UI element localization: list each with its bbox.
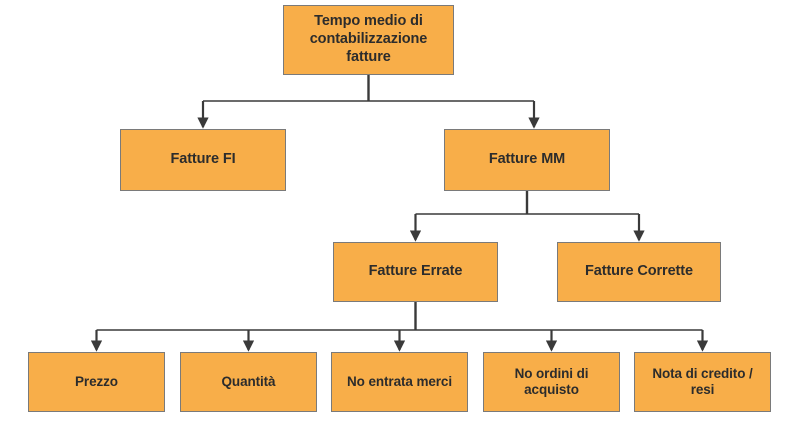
node-no-ordini-di-acquisto-label: No ordini di acquisto (514, 365, 589, 397)
node-prezzo-label: Prezzo (75, 373, 118, 389)
node-quantita-label: Quantità (221, 373, 276, 389)
node-no-ordini-di-acquisto[interactable]: No ordini di acquisto (483, 352, 620, 412)
node-quantita[interactable]: Quantità (180, 352, 317, 412)
node-fatture-errate-label: Fatture Errate (368, 263, 463, 280)
node-fatture-fi-label: Fatture FI (170, 151, 236, 168)
node-root-label: Tempo medio di contabilizzazione fatture (309, 13, 428, 65)
edge-fatture-mm-to-level3 (409, 191, 645, 242)
node-fatture-errate[interactable]: Fatture Errate (333, 242, 498, 302)
node-fatture-corrette-label: Fatture Corrette (585, 263, 693, 280)
node-fatture-fi[interactable]: Fatture FI (120, 129, 286, 191)
node-root[interactable]: Tempo medio di contabilizzazione fatture (283, 5, 454, 75)
edge-root-to-level2 (197, 75, 540, 129)
node-nota-di-credito-resi-label: Nota di credito / resi (652, 365, 753, 397)
node-no-entrata-merci[interactable]: No entrata merci (331, 352, 468, 412)
node-nota-di-credito-resi[interactable]: Nota di credito / resi (634, 352, 771, 412)
node-fatture-mm[interactable]: Fatture MM (444, 129, 610, 191)
node-no-entrata-merci-label: No entrata merci (347, 373, 452, 389)
node-prezzo[interactable]: Prezzo (28, 352, 165, 412)
edge-fatture-errate-to-level4 (90, 302, 709, 352)
node-fatture-corrette[interactable]: Fatture Corrette (557, 242, 721, 302)
node-fatture-mm-label: Fatture MM (488, 151, 566, 168)
